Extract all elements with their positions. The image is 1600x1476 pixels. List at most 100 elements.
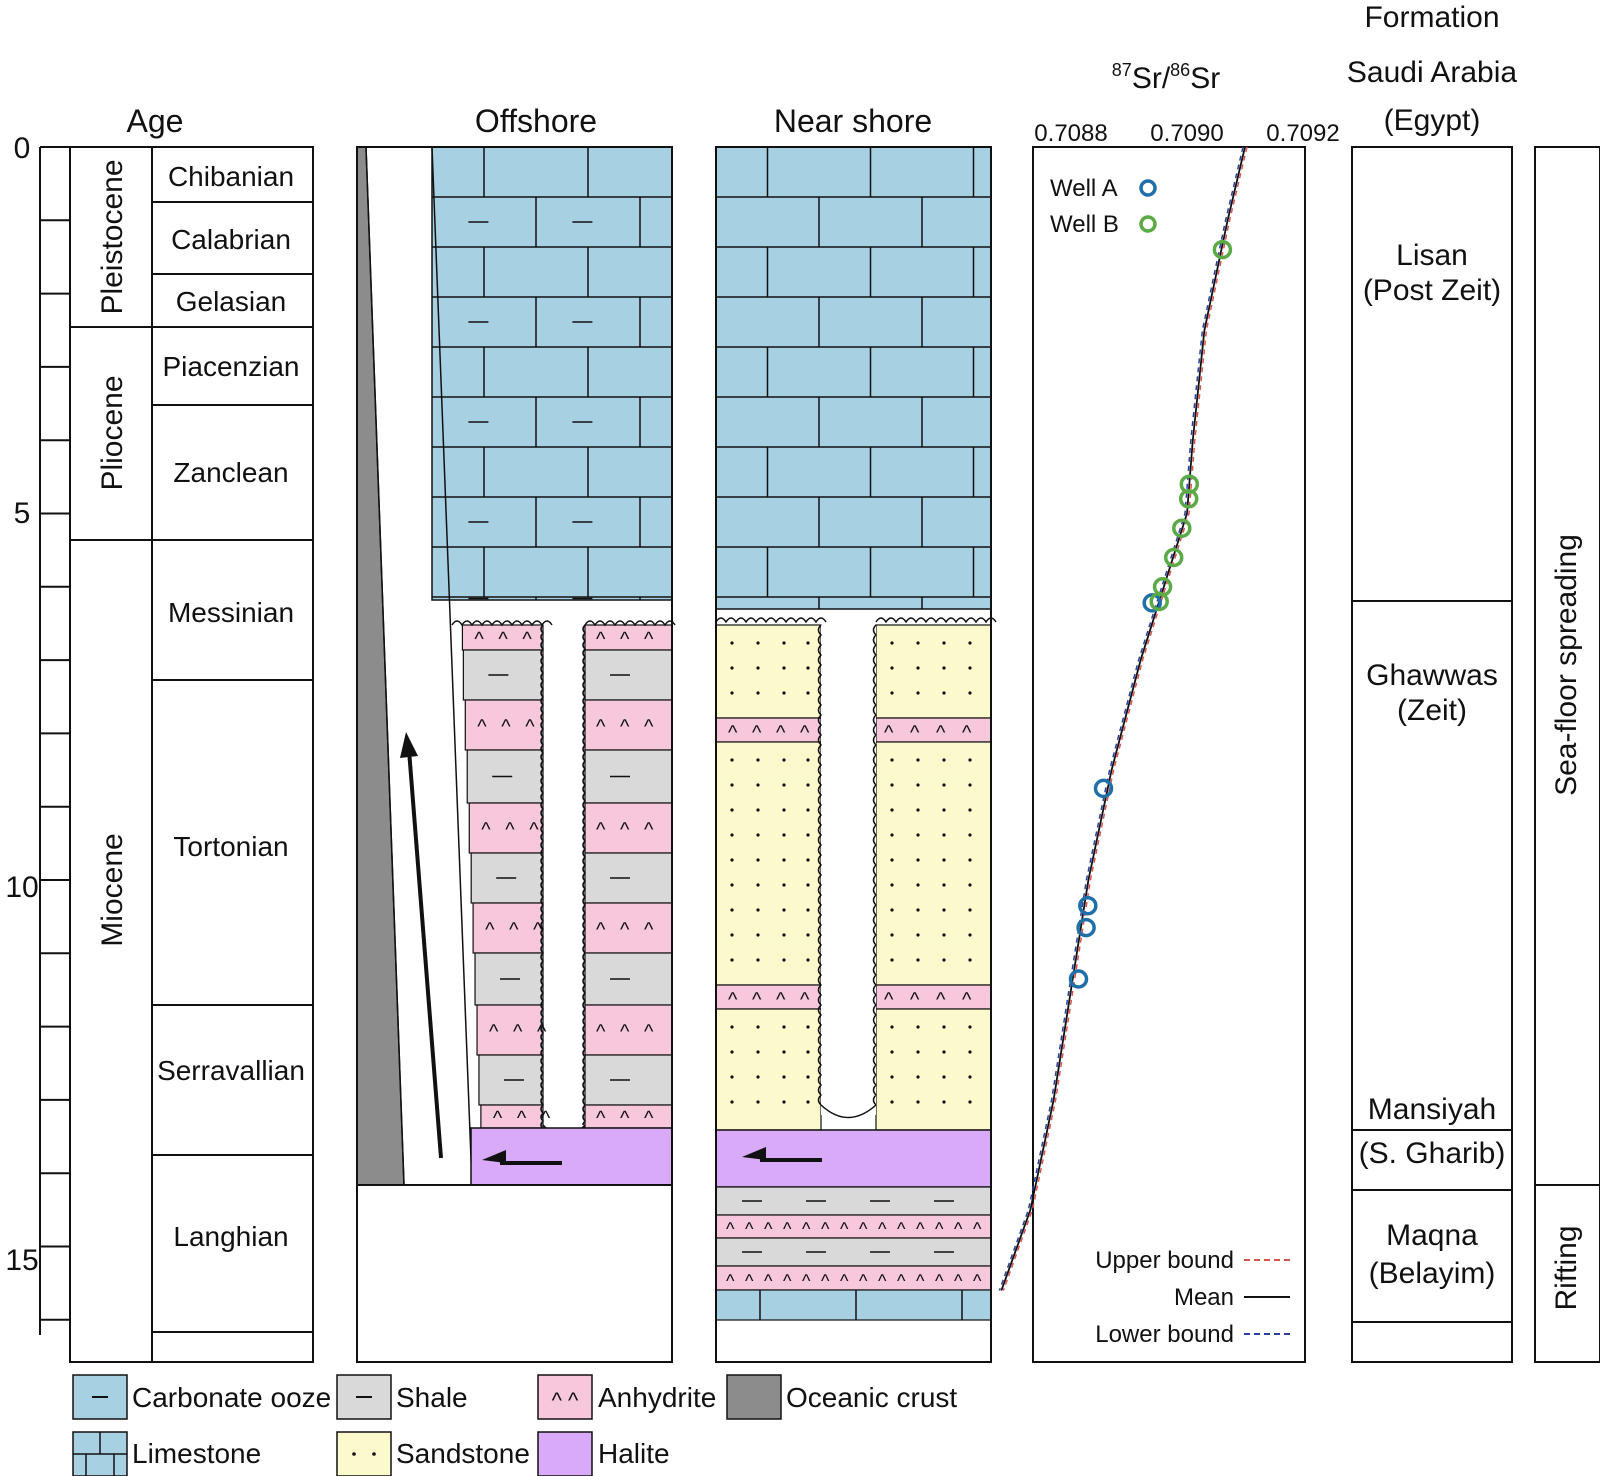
- upward-arrow-head: [400, 732, 418, 758]
- formation-ghawwas-egypt: (Zeit): [1397, 694, 1467, 727]
- well-b-point: [1172, 518, 1192, 538]
- anhydrite-mark: ^: [513, 1021, 523, 1043]
- legend-lower-bound: Lower bound: [1095, 1321, 1234, 1348]
- nearshore-channel-fill: [821, 625, 876, 1115]
- anhydrite-mark: ^: [859, 1219, 868, 1239]
- sand-dot: [968, 833, 972, 837]
- sand-dot: [756, 1050, 760, 1054]
- offshore-anhydrite-left: [480, 1104, 544, 1129]
- sand-dot: [806, 783, 810, 787]
- channel-wall-right: [872, 624, 878, 1106]
- anhydrite-mark: ^: [596, 1021, 606, 1043]
- sand-dot: [968, 808, 972, 812]
- sand-dot: [942, 1025, 946, 1029]
- anhydrite-mark: ^: [752, 722, 762, 744]
- sand-dot: [730, 641, 734, 645]
- anhydrite-mark: ^: [533, 919, 543, 941]
- offshore-evaporites: ^^^^^^^^^^^^^^^^^^^^^^^^^^^^^^^^^^^^: [451, 620, 676, 1138]
- anhydrite-mark: ^: [884, 722, 894, 744]
- sand-dot: [756, 808, 760, 812]
- sand-dot: [806, 641, 810, 645]
- offshore-limestone: [431, 146, 673, 601]
- anhydrite-mark: ^: [962, 722, 972, 744]
- sand-dot: [756, 1100, 760, 1104]
- well-b-point: [1163, 547, 1184, 568]
- sand-dot: [968, 1050, 972, 1054]
- stage-langhian: Langhian: [173, 1221, 288, 1252]
- anhydrite-mark: ^: [505, 819, 515, 841]
- legend-upper-bound: Upper bound: [1095, 1247, 1234, 1274]
- sand-dot: [890, 858, 894, 862]
- legend-shale: Shale: [336, 1374, 468, 1420]
- sand-dot: [916, 783, 920, 787]
- well-a-point: [1068, 969, 1089, 989]
- stage-piacenzian: Piacenzian: [163, 351, 300, 382]
- oceanic-crust: [356, 146, 405, 1186]
- nearshore-anhydrite-left: [715, 984, 822, 1010]
- anhydrite-mark: ^: [522, 629, 532, 651]
- legend-label: Halite: [598, 1438, 670, 1469]
- anhydrite-mark: ^: [840, 1219, 849, 1239]
- nearshore-basal-layers: ^^^^^^^^^^^^^^^^^^^^^^^^^^^^: [715, 1186, 992, 1321]
- anhydrite-mark: ^: [620, 629, 630, 651]
- anhydrite-mark: ^: [525, 716, 535, 738]
- nearshore-base-anhydrite: [715, 1214, 992, 1239]
- anhydrite-mark: ^: [509, 919, 519, 941]
- anhydrite-mark: ^: [897, 1271, 906, 1291]
- sand-dot: [806, 1025, 810, 1029]
- anhydrite-mark: ^: [541, 1108, 551, 1130]
- sand-dot: [942, 808, 946, 812]
- sr-panel-title: 87Sr/86Sr: [1112, 60, 1220, 95]
- svg-text:^ ^: ^ ^: [552, 1388, 579, 1413]
- anhydrite-mark: ^: [764, 1271, 773, 1291]
- formation-ghawwas: Ghawwas: [1366, 659, 1498, 692]
- formation-maqna-egypt: (Belayim): [1369, 1257, 1496, 1290]
- anhydrite-mark: ^: [776, 722, 786, 744]
- sand-dot: [806, 908, 810, 912]
- anhydrite-mark: ^: [493, 1108, 503, 1130]
- sand-dot: [916, 691, 920, 695]
- sr-mean-curve: [1000, 146, 1246, 1291]
- anhydrite-mark: ^: [474, 629, 484, 651]
- anhydrite-mark: ^: [783, 1271, 792, 1291]
- sand-dot: [782, 933, 786, 937]
- sand-dot: [806, 833, 810, 837]
- sand-dot: [782, 691, 786, 695]
- nearshore-base-anhydrite: [715, 1265, 992, 1291]
- sand-dot: [916, 641, 920, 645]
- anhydrite-mark: ^: [884, 989, 894, 1011]
- offshore-anhydrite-left: [476, 1004, 544, 1056]
- sand-dot: [782, 1075, 786, 1079]
- sand-dot: [730, 833, 734, 837]
- sand-dot: [730, 933, 734, 937]
- sand-dot: [968, 858, 972, 862]
- sand-dot: [890, 958, 894, 962]
- offshore-anhydrite-right: [584, 1004, 673, 1056]
- sand-dot: [968, 908, 972, 912]
- offshore-anhydrite-left: [461, 624, 544, 651]
- stage-serravallian: Serravallian: [157, 1055, 305, 1086]
- legend-sandstone: Sandstone: [336, 1431, 530, 1476]
- anhydrite-mark: ^: [783, 1219, 792, 1239]
- sand-dot: [916, 1050, 920, 1054]
- sand-dot: [968, 691, 972, 695]
- anhydrite-mark: ^: [954, 1271, 963, 1291]
- anhydrite-mark: ^: [620, 716, 630, 738]
- anhydrite-mark: ^: [596, 629, 606, 651]
- formation-subtitle-country: Saudi Arabia: [1347, 56, 1517, 89]
- nearshore-halite-arrow-head: [742, 1147, 766, 1160]
- anhydrite-mark: ^: [776, 989, 786, 1011]
- sr-isotope-panel: 87Sr/86Sr 0.7088 0.7090 0.7092 Well A We…: [998, 60, 1340, 1363]
- formation-column: Formation Saudi Arabia (Egypt) Lisan (Po…: [1347, 1, 1517, 1363]
- anhydrite-mark: ^: [596, 716, 606, 738]
- legend-label: Limestone: [132, 1438, 261, 1469]
- anhydrite-mark: ^: [517, 1108, 527, 1130]
- offshore-anhydrite-left: [468, 802, 544, 854]
- sand-dot: [890, 758, 894, 762]
- limestone-body: [715, 146, 992, 610]
- anhydrite-mark: ^: [596, 819, 606, 841]
- sand-dot: [756, 883, 760, 887]
- anhydrite-mark: ^: [485, 919, 495, 941]
- sand-dot: [890, 883, 894, 887]
